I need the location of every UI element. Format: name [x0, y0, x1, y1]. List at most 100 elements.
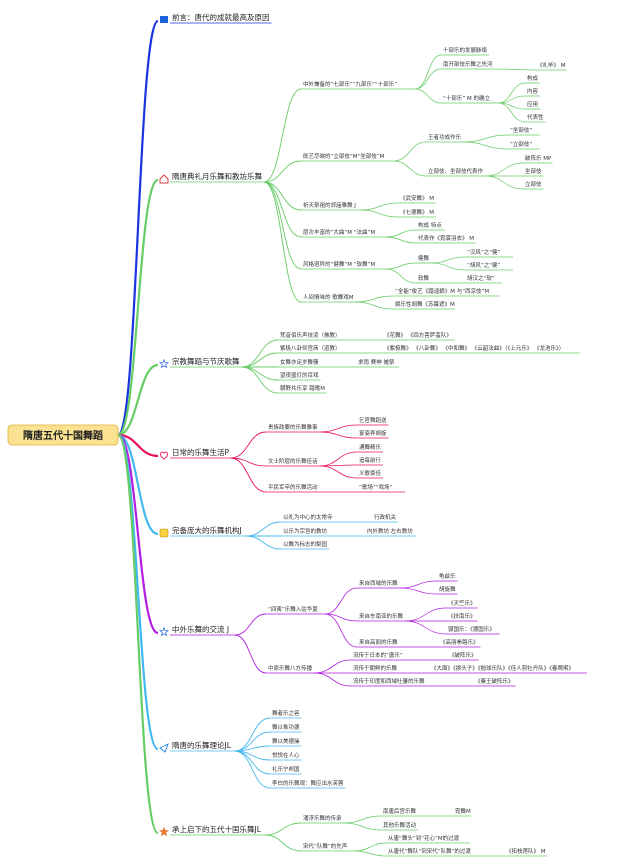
heart-icon: [160, 451, 168, 460]
item-b6-4: 礼乐宁邦国: [272, 765, 300, 773]
sub-b3-1-1: 追每前行: [359, 456, 382, 464]
star-icon: [158, 358, 170, 369]
leaf-b1-0-2-2: 应用: [527, 100, 538, 108]
leaf-b5-1-0-0: 《破阵乐》: [449, 651, 477, 659]
item-b6-0: 舞者乐之容: [272, 709, 300, 717]
leaf-b1-1-1-0: 破阵乐 MP: [525, 154, 552, 162]
item-b5-1: 中原乐舞八方传播: [268, 664, 313, 672]
item-b7-0: 涌浮乐舞的传承: [303, 814, 342, 822]
sub-b1-3-0: 构成 特点: [418, 221, 442, 229]
leaf-b1-4-0-0: “汉风”之“健”: [467, 248, 501, 256]
item-b6-1: 舞以象功德: [272, 723, 300, 731]
item-b6-2: 舞以美德操: [272, 737, 300, 745]
sub-b2-2-0: 求雨 赛神 傩祭: [358, 358, 395, 366]
branch-b1: 隋唐典礼月乐舞和教坊乐舞: [172, 171, 262, 181]
item-b6-3: 悦悦在人心: [272, 751, 300, 759]
sub-b3-0-0: 乞官舞蹈送: [359, 416, 387, 424]
sub-b7-0-0: 南唐后宫乐舞: [383, 807, 417, 815]
item-b1-2: 祈天祭祖的郊庙雅舞 J: [303, 201, 356, 209]
sub-b2-1-0: 《紫极舞》 《八卦舞》 《中和舞》 《云韶法曲》（《上元乐》 《龙池乐》）: [384, 344, 564, 352]
sub-b1-4-0: 健舞: [418, 254, 430, 262]
flag-icon: [160, 16, 168, 23]
sub-b1-3-1: 代表作《霓裳羽衣》 M: [418, 234, 474, 242]
leaf-b5-0-2-0: 《高丽拳路乐》: [440, 638, 479, 646]
leaf-b1-1-1-2: 立部伎: [525, 180, 542, 188]
sub-b3-0-1: 宴姿弄胡旋: [359, 429, 387, 437]
leaf-b1-0-2-1: 内容: [527, 87, 539, 95]
item-b4-0: 以礼为中心的太常寺: [283, 513, 333, 521]
item-b2-4: 朝野共乐享 踏歌M: [280, 384, 325, 392]
leaf-b5-1-1-0: 《大面》《拨头子》《抛球乐队》《佳人剪牡丹队》《春莺啭》: [431, 664, 574, 672]
sub-b1-1-1: 立部伎、坐部伎代表作: [428, 167, 484, 175]
root-node[interactable]: [7, 424, 119, 446]
branch-b4: 完备庞大的乐舞机构J: [172, 525, 242, 535]
star-icon: [158, 826, 170, 837]
leaf-b1-4-0-1: “胡风”之“健”: [467, 261, 501, 269]
sub-b1-0-2: “十部乐” M 的确立: [443, 94, 490, 102]
branch-b2: 宗教舞蹈与节庆歌舞: [172, 356, 240, 366]
sub-b5-0-2: 来自高丽的乐舞: [359, 638, 398, 646]
item-b5-0: “四夷”乐舞入驻华夏: [268, 605, 318, 613]
sub-b4-1-0: 内外教坊 左右教坊: [367, 527, 413, 535]
sub-b3-2-0: “歌场”“戏场”: [359, 483, 393, 491]
item-b3-1: 文士阶层的乐舞佳话: [268, 457, 318, 465]
sub-b7-1-1: 从唐代“舞队”到宋代“队舞”的过渡: [388, 847, 471, 855]
leaf-b1-0-2-0: 构成: [527, 74, 539, 82]
item-b1-4: 风格迥异的“健舞”M “软舞”M: [303, 260, 375, 268]
leaf-b1-0-1-0: 《礼毕》 M: [537, 61, 566, 69]
leaf-b5-0-0-1: 胡旋舞: [439, 585, 456, 593]
sub-b1-2-1: 《七德舞》 M: [400, 208, 434, 216]
sub-b1-2-0: 《武安舞》 M: [400, 194, 434, 202]
sub-b1-5-1: 娱乐性胡舞《苏幕遮》M: [395, 300, 455, 308]
leaf-b1-1-1-1: 坐部伎: [525, 167, 542, 175]
leaf-b5-1-2-0: 《秦王破阵乐》: [475, 677, 514, 685]
branch-b3: 日常的乐舞生活P: [172, 447, 229, 457]
sub-b3-1-2: 义歌豪佳: [359, 469, 382, 477]
item-b2-3: 望夜盛灯的百戏: [280, 371, 319, 379]
item-b7-1: 宋代“队舞”的先声: [303, 842, 348, 850]
item-b4-2: 以舞为标志的梨园: [283, 540, 328, 548]
building-icon: [159, 528, 169, 538]
leaf-b1-4-1-0: 胡汉之“软”: [467, 274, 495, 282]
item-b4-1: 以乐为宗旨的教坊: [283, 527, 328, 535]
item-b2-0: 梵音佰乐声技凌（佛教）: [280, 331, 341, 339]
sub-b3-1-0: 通舞精乐: [359, 443, 382, 451]
leaf-b7-0-0-0: 霓舞M: [455, 807, 471, 815]
leaf-b1-1-0-1: “立部伎”: [510, 140, 532, 148]
item-b1-1: 既艺尽映的“立部伎”M“坐部伎”M: [303, 152, 385, 160]
item-b3-2: 平民军卒的乐舞活动: [268, 483, 318, 491]
item-b1-5: 人间情味的 歌舞戏M: [303, 293, 354, 301]
sub-b5-0-0: 来自西域的乐舞: [359, 579, 398, 587]
sub-b5-1-1: 流传于朝鲜的乐舞: [353, 664, 398, 672]
sub-b1-1-0: 王者功成作乐: [428, 133, 462, 141]
leaf-b5-0-0-0: 龟兹乐: [439, 572, 456, 580]
sub-b5-1-2: 流传于印度和西域吐蕃的乐舞: [353, 677, 425, 685]
send-icon: [159, 743, 169, 753]
leaf-b1-1-0-0: “坐部伎”: [510, 126, 532, 134]
sub-b7-1-0: 从唐“舞头”到“花心”M的过渡: [388, 834, 460, 842]
sub-b5-0-1: 来自东南亚的乐舞: [359, 612, 404, 620]
sub-b4-0-0: 行政机关: [374, 513, 397, 521]
item-b1-0: 中外兼备的“七部乐”“九部乐”“十部乐”: [303, 80, 397, 88]
branch-b6: 隋唐的乐舞理论JL: [172, 740, 232, 750]
branch-b0: 前言：唐代的成就最高及原因: [172, 12, 270, 22]
sub-b5-1-0: 流传于日本的“唐乐”: [353, 651, 403, 659]
item-b1-3: 层次丰富的“大曲”M “法曲”M: [303, 228, 375, 236]
branch-b5: 中外乐舞的交流 J: [172, 624, 229, 634]
leaf-b5-0-1-2: 骠国乐：《骠国乐》: [448, 626, 495, 633]
root-label: 隋唐五代十国舞蹈: [23, 429, 103, 442]
sub-b1-0-1: 南开部伎乐舞之先河: [443, 60, 493, 68]
item-b2-1: 紫极八卦仰宫商（道教）: [280, 344, 341, 352]
leaf-b7-1-1-0: 《拓枝莲队》 M: [506, 847, 546, 855]
sub-b1-4-1: 软舞: [418, 274, 430, 282]
home-icon: [159, 174, 169, 184]
branch-b7: 承上启下的五代十国乐舞JL: [172, 824, 262, 834]
item-b6-5: 李白的乐舞观：舞应出水芙蓉: [272, 779, 344, 787]
sub-b2-0-0: 《花舞》 《四方菩萨蛮队》: [384, 331, 452, 339]
star-icon: [158, 626, 170, 637]
leaf-b5-0-1-1: 《扶南乐》: [448, 612, 476, 620]
sub-b7-0-1: 其他乐舞活动: [383, 821, 417, 829]
sub-b1-5-0: “全能”俊艺《踏谣娘》M 与“西凉伎”M: [395, 287, 489, 295]
sub-b1-0-0: 十部乐的发展脉络: [443, 46, 488, 54]
